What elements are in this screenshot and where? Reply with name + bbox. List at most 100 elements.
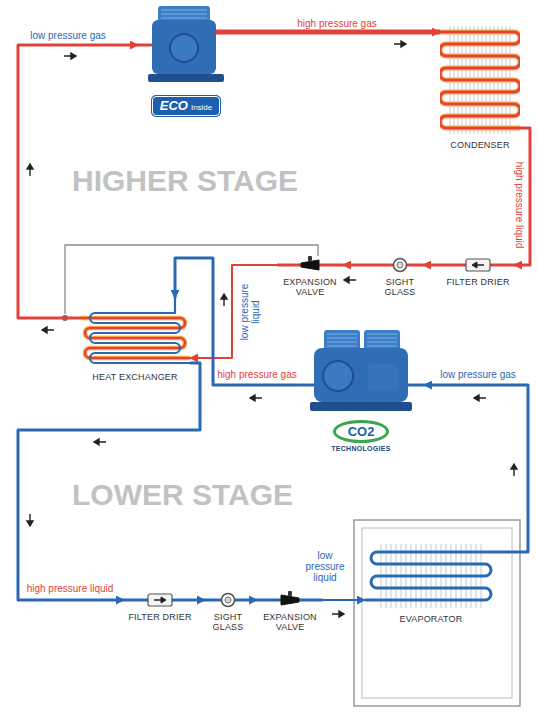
- head-fin: [327, 338, 357, 339]
- flow-arrow: [394, 41, 406, 47]
- valve-body: [281, 595, 299, 605]
- filter-drier-symbol: [124, 590, 196, 610]
- valve-stem: [288, 591, 292, 596]
- component-label: EVAPORATOR: [399, 615, 462, 625]
- refrigerant-pipe: [343, 264, 377, 267]
- component-label: SIGHT GLASS: [381, 278, 419, 298]
- flow-arrow: [94, 439, 106, 445]
- head-fin: [161, 18, 207, 19]
- logo-text: Inside: [191, 103, 212, 112]
- refrigerant-pipe: [251, 599, 257, 602]
- condenser-symbol: [440, 22, 520, 138]
- filter-drier-body: [466, 259, 490, 271]
- condenser-coil: [440, 32, 520, 128]
- valve-stem: [308, 256, 312, 261]
- refrigerant-pipe: [514, 128, 530, 265]
- sight-glass: SIGHT GLASS: [377, 255, 423, 298]
- sight-glass-symbol: [205, 590, 251, 610]
- stage-title: LOWER STAGE: [72, 478, 293, 511]
- expansion-valve-symbol: [257, 590, 323, 610]
- sight-glass-symbol: [377, 255, 423, 275]
- refrigerant-pipe: [175, 258, 298, 385]
- cold-room-inner: [362, 528, 512, 698]
- component-label: SIGHT GLASS: [209, 613, 247, 633]
- head-fin: [161, 14, 207, 15]
- filter-arrow: [161, 597, 166, 603]
- logo: CO2TECHNOLOGIES: [298, 420, 424, 452]
- filter-arrow: [472, 262, 477, 268]
- flow-arrow: [221, 294, 227, 306]
- flow-arrow: [42, 327, 54, 333]
- logo: ECOInside: [152, 96, 221, 116]
- head-fin: [367, 338, 397, 339]
- refrigerant-pipe: [424, 385, 528, 552]
- flow-arrow: [511, 464, 517, 476]
- filter-drier: FILTER DRIER: [124, 590, 196, 623]
- component-label: CONDENSER: [450, 141, 509, 151]
- compressor-foot: [148, 74, 224, 82]
- logo-text: TECHNOLOGIES: [331, 445, 391, 452]
- cold-room-outline: [354, 520, 520, 706]
- component-label: EXPANSION VALVE: [281, 278, 339, 298]
- flow-arrow: [27, 514, 33, 526]
- sensing-line: [65, 245, 318, 314]
- sight-glass: SIGHT GLASS: [205, 590, 251, 633]
- compressor: ECOInside: [138, 4, 234, 116]
- expansion-valve: EXPANSION VALVE: [277, 255, 343, 298]
- filter-drier-body: [148, 594, 172, 606]
- expansion-valve-symbol: [277, 255, 343, 275]
- flow-arrow: [344, 277, 356, 283]
- logo-text: ECO: [160, 98, 188, 113]
- compressor-body: [314, 348, 408, 402]
- refrigerant-pipe: [196, 599, 205, 602]
- refrigerant-pipe: [423, 264, 442, 267]
- heat-exchanger-symbol: [80, 298, 190, 370]
- head-fin: [327, 346, 357, 347]
- logo-text: CO2: [333, 420, 390, 443]
- compressor-symbol: [138, 4, 234, 92]
- pipe-label: low pressure gas: [438, 369, 518, 380]
- pipe-label: low pressure liquid: [239, 279, 261, 345]
- filter-arrow: [154, 599, 161, 601]
- filter-drier-symbol: [442, 255, 514, 275]
- flow-arrow: [64, 53, 76, 59]
- pipe-label: low pressure liquid: [300, 550, 350, 583]
- filter-arrow: [477, 264, 484, 266]
- head-fin: [367, 342, 397, 343]
- pipe-label: high pressure liquid: [514, 160, 525, 251]
- heat-exchanger: HEAT EXCHANGER: [80, 298, 190, 383]
- expansion-valve: EXPANSION VALVE: [257, 590, 323, 633]
- sight-glass-window: [225, 597, 231, 603]
- head-fin: [367, 346, 397, 347]
- compressor-symbol: [298, 326, 424, 416]
- sight-glass-ring: [222, 594, 235, 607]
- condenser: CONDENSER: [440, 22, 520, 151]
- evaporator-symbol: [365, 540, 497, 612]
- compressor-foot: [310, 402, 412, 411]
- cold-coil: [90, 298, 190, 363]
- flow-arrow: [474, 395, 486, 401]
- pipe-label: high pressure gas: [215, 369, 299, 380]
- head-fin: [367, 334, 397, 335]
- pipe-label: low pressure gas: [28, 30, 108, 41]
- pipe-label: high pressure gas: [295, 18, 379, 29]
- motor-cover: [323, 361, 353, 391]
- head-fin: [161, 10, 207, 11]
- motor-cover: [170, 34, 198, 62]
- flow-arrow: [250, 395, 262, 401]
- component-label: FILTER DRIER: [446, 278, 509, 288]
- refrigerant-pipe: [323, 599, 365, 601]
- sight-glass-window: [397, 262, 403, 268]
- evaporator-coil: [365, 552, 497, 600]
- flow-arrow: [27, 164, 33, 176]
- sight-glass-ring: [394, 259, 407, 272]
- flow-arrow: [332, 611, 344, 617]
- head-fin: [327, 334, 357, 335]
- component-label: FILTER DRIER: [128, 613, 191, 623]
- refrigerant-pipe: [234, 30, 440, 35]
- evaporator: EVAPORATOR: [365, 540, 497, 625]
- filter-drier: FILTER DRIER: [442, 255, 514, 288]
- head-fin: [327, 342, 357, 343]
